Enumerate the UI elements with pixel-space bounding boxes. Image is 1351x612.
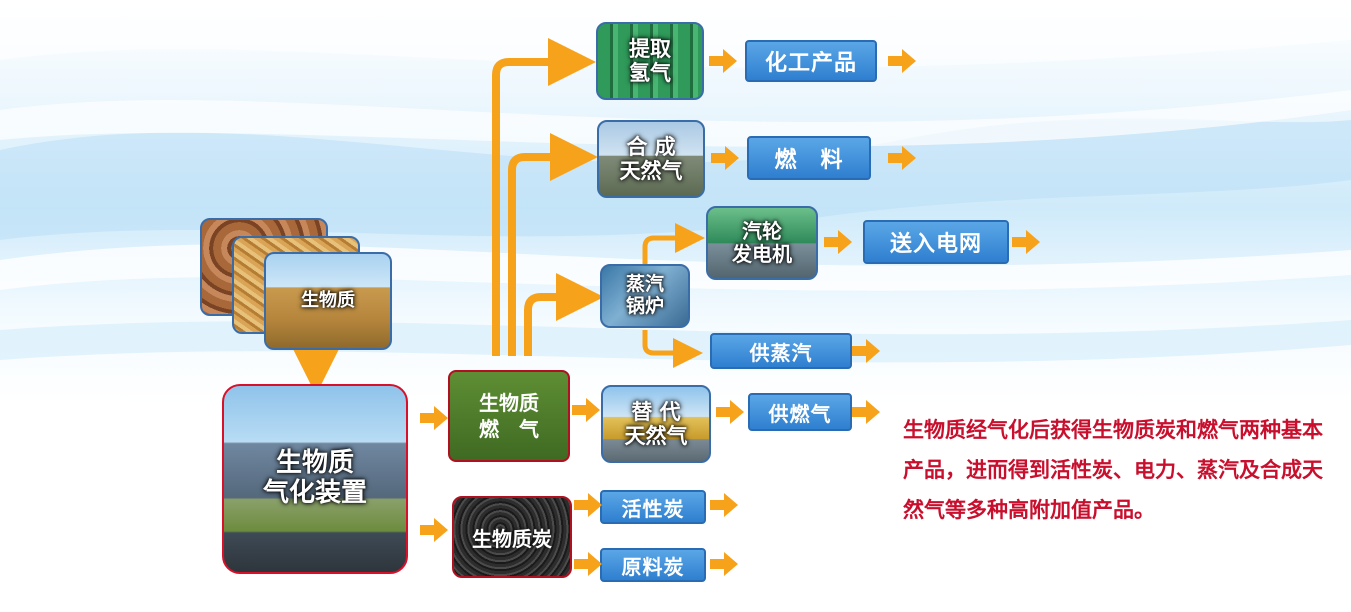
fuel-label: 燃 料 (774, 148, 844, 173)
raw-carbon-label: 原料炭 (621, 554, 685, 579)
boiler-tile: 蒸汽 锅炉 (600, 264, 690, 328)
grid-label: 送入电网 (889, 232, 982, 257)
boiler-label: 蒸汽 锅炉 (625, 273, 664, 317)
hydrogen-label: 提取 氢气 (629, 36, 671, 85)
arrow-gasifier-to-biogas (420, 406, 448, 430)
arrow-fuel-out (888, 146, 916, 170)
biomass-tile: 生物质 (264, 252, 392, 350)
substitute-gas-label: 替 代 天然气 (624, 399, 688, 448)
steam-box: 供蒸汽 (710, 333, 852, 369)
activated-carbon-label: 活性炭 (621, 496, 685, 521)
activated-carbon-box: 活性炭 (600, 490, 706, 524)
chemicals-label: 化工产品 (764, 51, 857, 76)
fuel-box: 燃 料 (747, 136, 871, 180)
connector-boiler-to-steam (642, 330, 703, 368)
connector-to-hydrogen (492, 38, 596, 356)
description-text: 生物质经气化后获得生物质炭和燃气两种基本产品，进而得到活性炭、电力、蒸汽及合成天… (903, 418, 1323, 522)
arrow-activated-out (710, 493, 738, 517)
arrow-gas-supply-out (852, 400, 880, 424)
steam-label: 供蒸汽 (749, 340, 813, 365)
turbine-label: 汽轮 发电机 (732, 219, 792, 266)
arrow-hydrogen-to-chemicals (709, 49, 737, 73)
arrow-chemicals-out (888, 49, 916, 73)
syngas-tile: 合 成 天然气 (597, 120, 705, 198)
connector-boiler-to-turbine (642, 223, 705, 265)
arrow-gasifier-to-biochar (420, 518, 448, 542)
substitute-gas-tile: 替 代 天然气 (601, 385, 711, 463)
arrow-syngas-to-fuel (711, 146, 739, 170)
turbine-tile: 汽轮 发电机 (706, 206, 818, 280)
gasifier-tile: 生物质 气化装置 (222, 384, 408, 574)
grid-box: 送入电网 (863, 220, 1009, 264)
arrow-biochar-to-activated (574, 493, 602, 517)
hydrogen-tile: 提取 氢气 (596, 22, 704, 100)
arrow-steam-out (852, 339, 880, 363)
biogas-box: 生物质 燃 气 (448, 370, 570, 462)
syngas-label: 合 成 天然气 (619, 134, 683, 183)
gas-supply-label: 供燃气 (768, 401, 832, 426)
arrow-grid-out (1012, 230, 1040, 254)
arrow-biogas-to-substitute-gas (572, 398, 600, 422)
arrow-turbine-to-grid (824, 230, 852, 254)
arrow-biochar-to-raw (574, 552, 602, 576)
connector-to-boiler (524, 273, 604, 356)
connector-to-syngas (508, 133, 598, 356)
biomass-label: 生物质 (301, 289, 355, 311)
chemicals-box: 化工产品 (745, 40, 877, 82)
arrow-raw-out (710, 552, 738, 576)
gas-supply-box: 供燃气 (748, 393, 852, 431)
arrow-substitute-to-gas-supply (716, 400, 744, 424)
biochar-box: 生物质炭 (452, 496, 572, 578)
biochar-label: 生物质炭 (472, 526, 552, 551)
biogas-label: 生物质 燃 气 (479, 391, 539, 441)
gasifier-label: 生物质 气化装置 (262, 448, 367, 508)
raw-carbon-box: 原料炭 (600, 548, 706, 582)
